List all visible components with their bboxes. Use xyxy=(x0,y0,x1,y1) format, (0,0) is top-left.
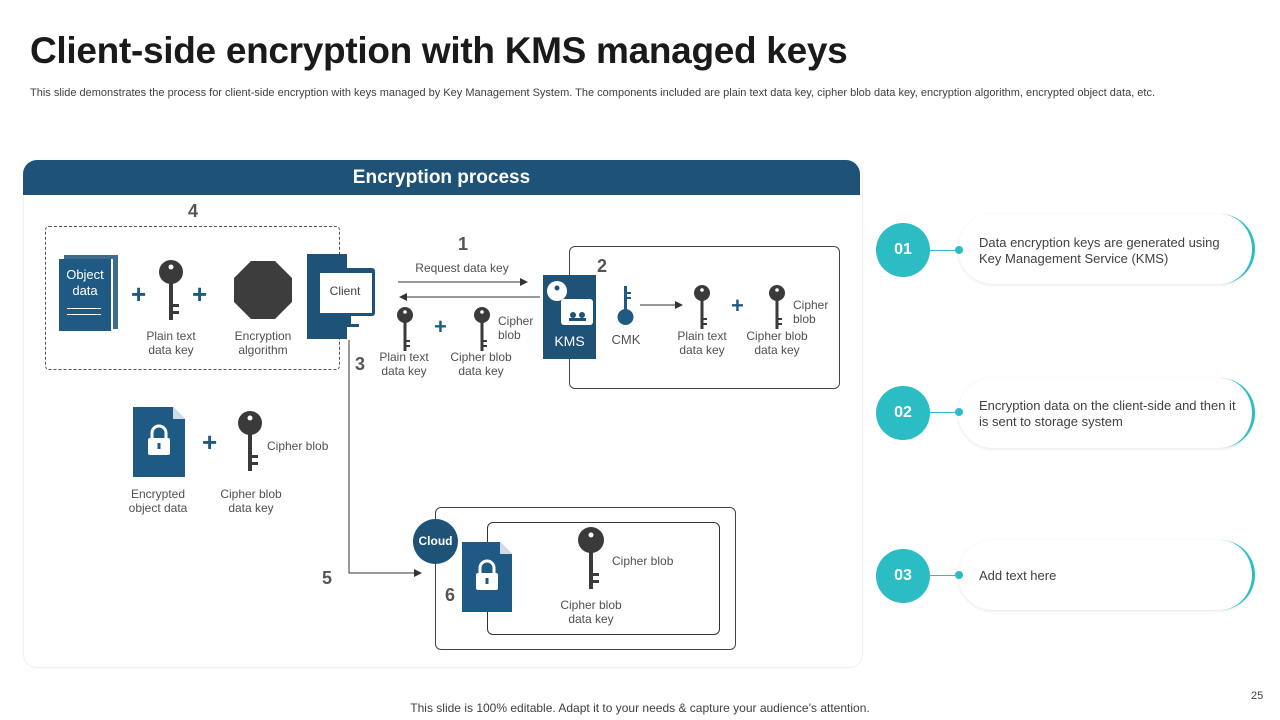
cipher-blob-key-label: Cipher blob data key xyxy=(746,329,808,357)
cmk-key-icon xyxy=(617,286,634,325)
step-number-2: 2 xyxy=(597,256,608,276)
plus-icon: + xyxy=(731,293,744,318)
step-connector xyxy=(930,412,958,413)
cmk-label: CMK xyxy=(611,332,641,347)
step-connector xyxy=(930,575,958,576)
kms-server-icon: KMS xyxy=(543,275,596,359)
step-item-01: 01 Data encryption keys are generated us… xyxy=(876,214,1260,294)
cipher-blob-label: Cipher blob xyxy=(793,298,829,326)
step-item-03: 03 Add text here xyxy=(876,540,1260,620)
key-icon xyxy=(474,307,490,351)
request-label: Request data key xyxy=(415,261,509,275)
key-icon xyxy=(238,411,262,471)
page-number: 25 xyxy=(1251,690,1264,702)
algorithm-icon xyxy=(234,261,292,319)
step-card xyxy=(958,378,1255,448)
key-icon xyxy=(397,307,413,351)
cloud-badge: Cloud xyxy=(413,519,458,564)
client-label: Client xyxy=(329,284,361,298)
step-dot xyxy=(955,408,963,416)
plus-icon: + xyxy=(192,279,208,309)
key-icon xyxy=(578,527,604,589)
step-number-badge: 03 xyxy=(876,549,930,603)
step-number-1: 1 xyxy=(458,234,469,254)
panel-header: Encryption process xyxy=(23,160,860,195)
upload-arrow xyxy=(348,340,422,577)
cipher-blob-key-label: Cipher blob data key xyxy=(220,487,282,515)
step-text: Encryption data on the client-side and t… xyxy=(979,398,1236,429)
encrypted-document-icon xyxy=(462,542,512,612)
cipher-blob-label: Cipher blob xyxy=(267,439,329,453)
algorithm-label: Encryption algorithm xyxy=(234,329,292,357)
kms-label: KMS xyxy=(554,333,585,349)
slide-title: Client-side encryption with KMS managed … xyxy=(30,30,848,71)
step-text: Data encryption keys are generated using… xyxy=(979,235,1220,266)
step-number-6: 6 xyxy=(445,585,456,605)
step-dot xyxy=(955,246,963,254)
plus-icon: + xyxy=(434,314,447,339)
cipher-blob-key-label: Cipher blob data key xyxy=(560,598,622,626)
step-item-02: 02 Encryption data on the client-side an… xyxy=(876,378,1260,458)
step-dot xyxy=(955,571,963,579)
step-text: Add text here xyxy=(979,568,1057,583)
step-number-3: 3 xyxy=(355,354,366,374)
encrypted-object-label: Encrypted object data xyxy=(128,487,188,515)
plus-icon: + xyxy=(202,427,218,457)
plain-key-label: Plain text data key xyxy=(677,329,727,357)
key-icon xyxy=(159,260,183,320)
cipher-blob-label: Cipher blob xyxy=(612,554,674,568)
cipher-blob-key-label: Cipher blob data key xyxy=(450,350,512,378)
step-number-5: 5 xyxy=(322,568,333,588)
client-monitor-icon: Client xyxy=(307,254,375,339)
slide-footer: This slide is 100% editable. Adapt it to… xyxy=(410,701,870,715)
document-stack-icon: Object data xyxy=(59,255,118,331)
cloud-storage-box xyxy=(435,507,736,650)
object-data-label: Object data xyxy=(66,267,104,298)
kms-key-icon xyxy=(547,281,593,325)
plain-key-label: Plain text data key xyxy=(146,329,196,357)
key-icon xyxy=(769,285,785,329)
key-icon xyxy=(694,285,710,329)
encrypted-document-icon xyxy=(133,407,185,477)
step-card xyxy=(958,540,1255,610)
step-connector xyxy=(930,250,958,251)
plus-icon: + xyxy=(131,279,147,309)
cipher-blob-label: Cipher blob xyxy=(498,314,534,342)
step-number-badge: 02 xyxy=(876,386,930,440)
slide-subtitle: This slide demonstrates the process for … xyxy=(30,87,1156,99)
step-card xyxy=(958,214,1255,284)
plain-key-label: Plain text data key xyxy=(379,350,429,378)
step-number-4: 4 xyxy=(188,201,199,221)
step-number-badge: 01 xyxy=(876,223,930,277)
